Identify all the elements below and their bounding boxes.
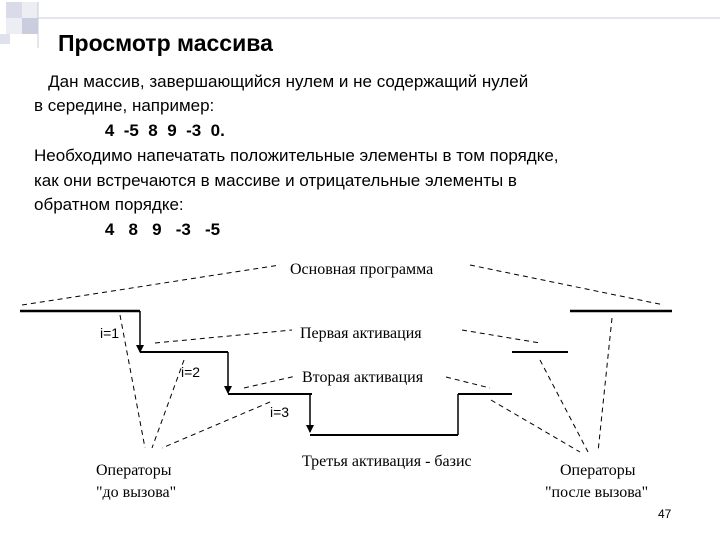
label-activation-3: Третья активация - базис (302, 453, 472, 470)
page-number: 47 (658, 507, 672, 521)
dashed-leader (490, 399, 581, 453)
dashed-leader (119, 314, 146, 449)
slide-title: Просмотр массива (58, 30, 273, 56)
dashed-leader (597, 317, 613, 453)
dashed-leader (445, 376, 491, 389)
decorative-squares (0, 2, 720, 48)
label-ops-before-quote: "до вызова" (96, 484, 176, 501)
example-array: 4 -5 8 9 -3 0. (34, 121, 225, 140)
paragraph-line: в середине, например: (34, 96, 215, 115)
paragraph-line: Необходимо напечатать положительные элем… (34, 146, 559, 165)
dashed-leader (461, 329, 541, 344)
deco-square (22, 18, 38, 34)
paragraph-line: Дан массив, завершающийся нулем и не сод… (34, 72, 529, 91)
label-main-program: Основная программа (290, 261, 433, 278)
deco-square (6, 18, 22, 34)
label-ops-before: Операторы (96, 462, 172, 479)
label-i3: i=3 (270, 404, 289, 420)
dashed-leader (151, 359, 185, 449)
label-activation-1: Первая активация (300, 325, 422, 342)
expected-output: 4 8 9 -3 -5 (34, 220, 221, 239)
deco-square (6, 2, 22, 18)
label-activation-2: Вторая активация (302, 369, 424, 386)
deco-square (22, 2, 38, 18)
paragraph-line: обратном порядке: (34, 195, 184, 214)
dashed-leader (161, 401, 271, 449)
dashed-leader (539, 359, 589, 453)
deco-square (0, 34, 10, 44)
dashed-leader (21, 264, 281, 306)
paragraph-line: как они встречаются в массиве и отрицате… (34, 171, 517, 190)
label-i1: i=1 (100, 325, 119, 341)
dashed-leader (243, 375, 297, 389)
dashed-leader (154, 329, 293, 344)
label-ops-after-quote: "после вызова" (545, 484, 648, 501)
label-i2: i=2 (181, 364, 200, 380)
dashed-leader (469, 264, 665, 306)
label-ops-after: Операторы (560, 462, 636, 479)
